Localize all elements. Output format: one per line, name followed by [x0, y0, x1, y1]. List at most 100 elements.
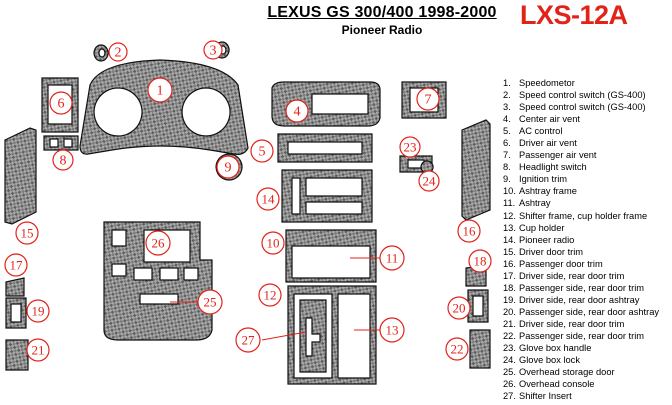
- part-shifter-frame: [287, 285, 377, 385]
- legend-label: Glove box lock: [519, 355, 580, 366]
- part-driver-rear-trim: [5, 277, 25, 297]
- legend-number: 7.: [503, 150, 511, 161]
- legend-label: Pioneer radio: [519, 234, 575, 245]
- part-headlight-switch: [43, 135, 79, 151]
- legend-number: 8.: [503, 162, 511, 173]
- callout-4: 4: [285, 99, 309, 123]
- leader-lines: [170, 257, 380, 341]
- callout-27: 27: [235, 327, 261, 353]
- callout-number: 17: [10, 258, 24, 273]
- legend-label: Passenger side, rear door ashtray: [519, 306, 660, 317]
- part-driver-air-vent: [41, 77, 79, 133]
- legend-label: Driver side, rear door ashtray: [519, 294, 640, 305]
- callout-circle: [250, 139, 274, 163]
- legend-item: 13.Cup holder: [503, 222, 672, 234]
- legend-number: 11.: [503, 198, 516, 209]
- legend-label: Shifter Insert: [519, 391, 572, 402]
- legend-item: 10.Ashtray frame: [503, 185, 672, 197]
- callout-circle: [26, 299, 50, 323]
- model-code: LXS-12A: [520, 0, 628, 30]
- legend-number: 15.: [503, 246, 516, 257]
- legend-number: 10.: [503, 186, 516, 197]
- part-ac-control: [277, 133, 373, 163]
- legend-number: 20.: [503, 306, 516, 317]
- callout-2: 2: [108, 42, 128, 62]
- legend-number: 13.: [503, 222, 516, 233]
- legend-number: 1.: [503, 78, 511, 88]
- callout-1: 1: [147, 77, 173, 103]
- legend-number: 21.: [503, 318, 516, 329]
- callout-circle: [203, 40, 223, 60]
- callout-circle: [457, 219, 481, 243]
- legend-number: 19.: [503, 294, 516, 305]
- callout-number: 26: [152, 236, 166, 251]
- legend-item: 17.Driver side, rear door trim: [503, 270, 672, 282]
- callout-number: 11: [386, 251, 399, 266]
- callout-number: 25: [204, 295, 217, 310]
- legend-number: 24.: [503, 355, 516, 366]
- legend-number: 18.: [503, 282, 516, 293]
- callout-number: 4: [294, 105, 301, 120]
- legend-label: Glove box handle: [519, 343, 592, 354]
- legend-item: 23.Glove box handle: [503, 342, 672, 354]
- legend-label: Driver door trim: [519, 246, 584, 257]
- legend-label: Passenger air vent: [519, 150, 597, 161]
- callout-9: 9: [216, 155, 240, 179]
- legend-number: 27.: [503, 391, 516, 402]
- legend-item: 8.Headlight switch: [503, 161, 672, 173]
- trim-parts: [4, 41, 491, 385]
- legend-item: 12.Shifter frame, cup holder frame: [503, 210, 672, 222]
- legend-number: 22.: [503, 330, 516, 341]
- legend-label: Passenger side, rear door trim: [519, 330, 645, 341]
- callout-number: 8: [60, 154, 67, 169]
- legend-item: 16.Passenger door trim: [503, 258, 672, 270]
- callout-circle: [49, 91, 73, 115]
- callout-circle: [379, 317, 405, 343]
- callout-number: 7: [425, 93, 432, 108]
- legend-label: Ashtray frame: [519, 186, 577, 197]
- callout-21: 21: [26, 338, 50, 362]
- callout-circle: [379, 245, 405, 271]
- callout-number: 18: [474, 254, 487, 269]
- callout-number: 23: [404, 140, 417, 155]
- legend-item: 22.Passenger side, rear door trim: [503, 330, 672, 342]
- legend-item: 20.Passenger side, rear door ashtray: [503, 306, 672, 318]
- callout-circle: [258, 283, 282, 307]
- part-driver-rear-ashtray: [5, 297, 27, 329]
- callout-circle: [147, 77, 173, 103]
- callout-16: 16: [457, 219, 481, 243]
- callout-circle: [216, 155, 240, 179]
- legend-number: 5.: [503, 126, 511, 137]
- legend-item: 9.Ignition trim: [503, 173, 672, 185]
- callout-number: 15: [21, 226, 34, 241]
- legend-item: 14.Pioneer radio: [503, 234, 672, 246]
- callout-circle: [261, 231, 285, 255]
- callout-circle: [52, 149, 74, 171]
- part-driver-door-trim: [4, 127, 37, 225]
- legend-label: Speed control switch (GS-400): [519, 102, 646, 113]
- legend-number: 23.: [503, 343, 516, 354]
- legend-label: Ashtray: [519, 198, 551, 209]
- leader-27: [261, 331, 307, 341]
- part-shifter-insert: [299, 299, 327, 373]
- legend-label: Passenger side, rear door trim: [519, 282, 645, 293]
- callout-24: 24: [418, 170, 440, 192]
- callout-number: 27: [242, 333, 256, 348]
- legend-number: 12.: [503, 210, 516, 221]
- callout-13: 13: [379, 317, 405, 343]
- callout-number: 12: [264, 288, 277, 303]
- legend-item: 7. Passenger air vent: [503, 149, 672, 161]
- callout-circle: [26, 338, 50, 362]
- callout-23: 23: [399, 136, 421, 158]
- legend-item: 27.Shifter Insert: [503, 390, 672, 402]
- callout-number: 10: [267, 236, 280, 251]
- legend-label: Cup holder: [519, 222, 565, 233]
- legend-item: 3.Speed control switch (GS-400): [503, 101, 672, 113]
- callout-6: 6: [49, 91, 73, 115]
- legend-item: 19.Driver side, rear door ashtray: [503, 294, 672, 306]
- callout-7: 7: [416, 87, 440, 111]
- callout-number: 14: [262, 192, 276, 207]
- legend-item: 2.Speed control switch (GS-400): [503, 89, 672, 101]
